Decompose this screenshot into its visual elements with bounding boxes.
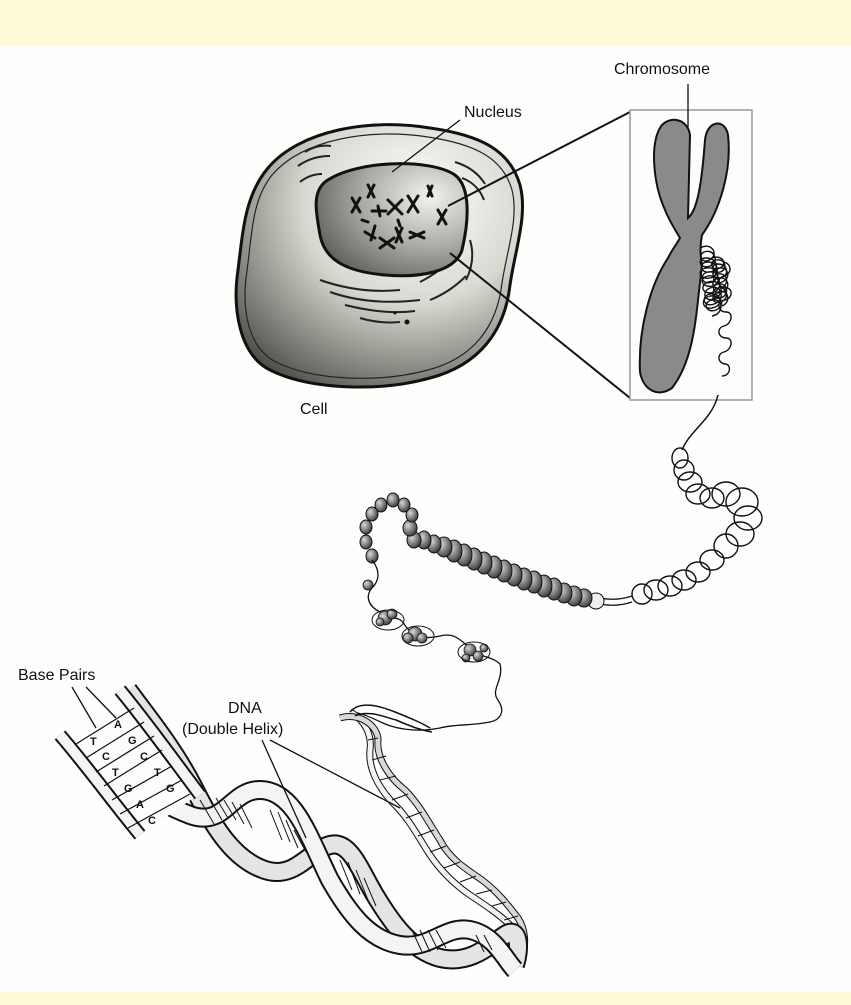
base-left-4: G <box>124 783 133 795</box>
base-right-1: A <box>114 719 122 731</box>
nucleus-label: Nucleus <box>464 104 522 121</box>
nucleosome-coil <box>360 493 604 609</box>
base-right-4: T <box>154 767 161 779</box>
base-left-2: C <box>102 751 110 763</box>
chromosome-label: Chromosome <box>614 61 710 78</box>
cell-label: Cell <box>300 401 328 418</box>
base-pairs-label: Base Pairs <box>18 667 95 684</box>
chromatin-fiber <box>600 395 762 605</box>
base-left-5: A <box>136 799 144 811</box>
double-helix-label: (Double Helix) <box>182 721 283 738</box>
chromosome-panel <box>630 84 752 400</box>
base-left-1: T <box>90 736 97 748</box>
base-left-6: C <box>148 815 156 827</box>
beads-on-string <box>350 560 502 730</box>
base-right-2: G <box>128 735 137 747</box>
base-left-3: T <box>112 767 119 779</box>
dna-label: DNA <box>228 700 262 717</box>
base-right-3: C <box>140 751 148 763</box>
cell <box>236 125 522 387</box>
base-right-5: G <box>166 783 175 795</box>
